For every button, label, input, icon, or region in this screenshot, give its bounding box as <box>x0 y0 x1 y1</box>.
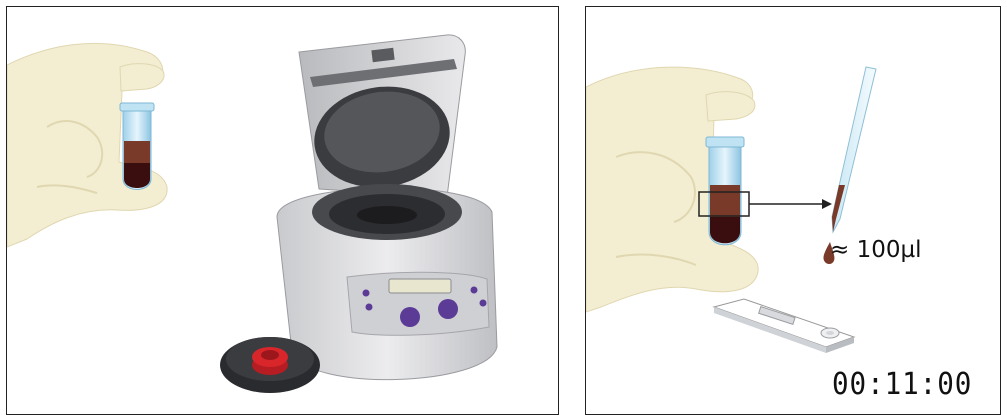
volume-label: ≈ 100µl <box>830 237 922 263</box>
sample-tube-icon <box>120 64 164 190</box>
centrifuge-icon <box>277 35 497 380</box>
panel-centrifuge-step <box>6 6 559 415</box>
centrifuge-illustration <box>7 7 559 415</box>
arrow-icon <box>749 199 832 209</box>
pipette-icon <box>832 67 876 232</box>
test-cassette-icon <box>714 299 854 353</box>
rotor-cover-icon <box>220 337 320 393</box>
pipetting-illustration <box>586 7 1001 415</box>
timer-display: 00:11:00 <box>832 367 972 402</box>
panel-pipetting-step: ≈ 100µl 00:11:00 <box>585 6 1001 415</box>
